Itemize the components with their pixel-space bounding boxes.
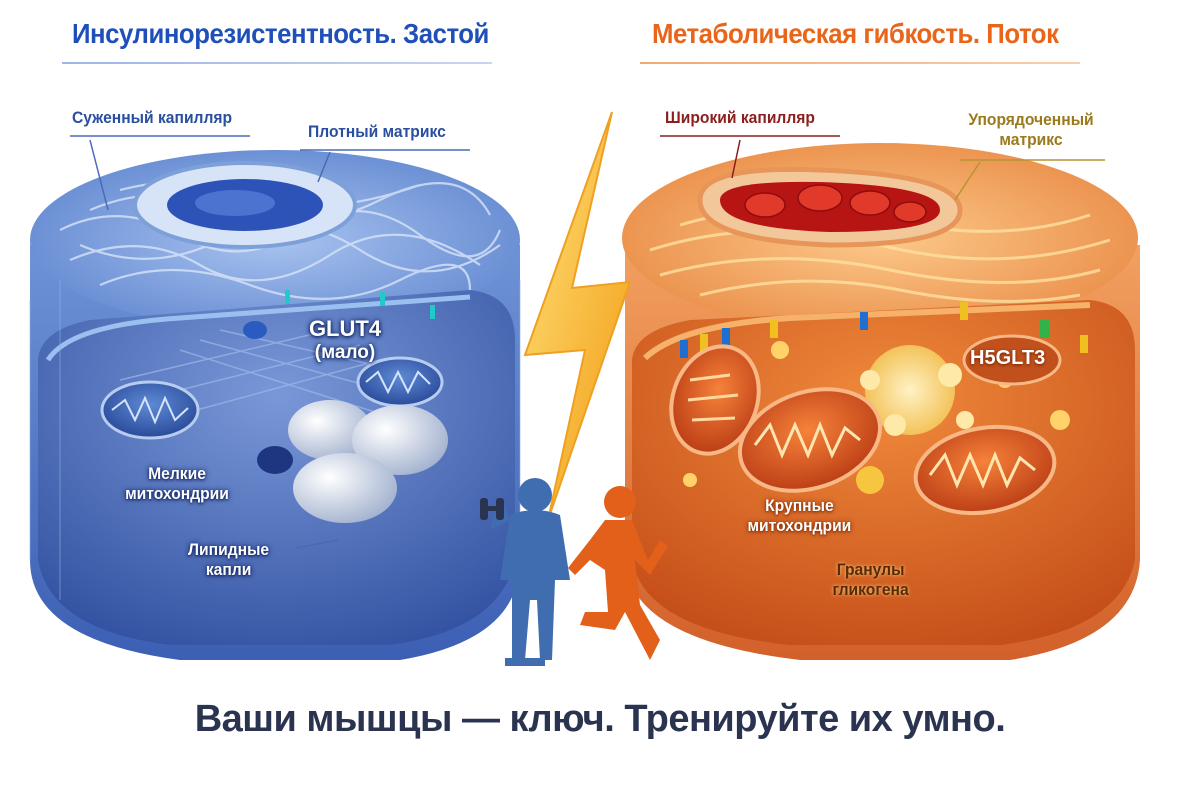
small-mitochondrion — [356, 356, 444, 408]
weightlifter-icon — [480, 478, 570, 666]
label-lipid-droplets: Липидные капли — [178, 540, 279, 579]
label-small-mitochondria: Мелкие митохондрии — [108, 464, 246, 503]
label-ordered-matrix-line1: Упорядоченный — [968, 110, 1094, 129]
left-title: Инсулинорезистентность. Застой — [72, 18, 489, 49]
label-glycogen-granules-line1: Гранулы — [836, 560, 905, 579]
small-mitochondrion — [100, 380, 200, 440]
label-small-mitochondria-line2: митохондрии — [125, 483, 229, 503]
label-large-mitochondria-line2: митохондрии — [747, 515, 852, 535]
label-glut4-name: GLUT4 — [308, 316, 382, 341]
label-small-mitochondria-line1: Мелкие — [148, 464, 206, 483]
lightning-bolt-icon — [523, 111, 632, 521]
left-title-underline — [62, 62, 492, 64]
label-glycogen-granules: Гранулы гликогена — [820, 560, 921, 599]
large-mitochondrion — [737, 387, 883, 493]
label-ordered-matrix: Упорядоченный матрикс — [962, 110, 1100, 149]
label-narrow-capillary: Суженный капилляр — [72, 108, 233, 127]
right-label-pointers — [660, 135, 840, 179]
label-large-mitochondria-line1: Крупные — [765, 496, 834, 515]
right-tissue-block — [622, 143, 1140, 660]
runner-icon — [568, 486, 668, 660]
left-label-pointers — [70, 135, 470, 549]
left-tissue-block — [29, 150, 521, 660]
membrane-transporters — [680, 302, 1088, 358]
bottom-slogan: Ваши мышцы — ключ. Тренируйте их умно. — [194, 698, 1006, 740]
lipid-droplets — [243, 321, 448, 523]
label-lipid-droplets-line1: Липидные — [188, 540, 270, 559]
label-wide-capillary: Широкий капилляр — [665, 108, 815, 127]
label-lipid-droplets-line2: капли — [205, 559, 252, 579]
label-large-mitochondria: Крупные митохондрии — [735, 496, 864, 535]
label-ordered-matrix-line2: матрикс — [999, 129, 1063, 149]
large-mitochondrion — [913, 424, 1057, 516]
label-glut4: GLUT4 (мало) — [300, 316, 390, 364]
right-title-underline — [640, 62, 1080, 64]
label-glut4-note: (мало) — [314, 342, 376, 363]
glycogen-granules — [683, 341, 1070, 494]
label-dense-matrix: Плотный матрикс — [308, 122, 446, 141]
label-h5glt3: H5GLT3 — [970, 347, 1046, 369]
large-mitochondrion — [669, 344, 761, 456]
right-title: Метаболическая гибкость. Поток — [652, 18, 1059, 49]
label-glycogen-granules-line2: гликогена — [832, 579, 909, 599]
